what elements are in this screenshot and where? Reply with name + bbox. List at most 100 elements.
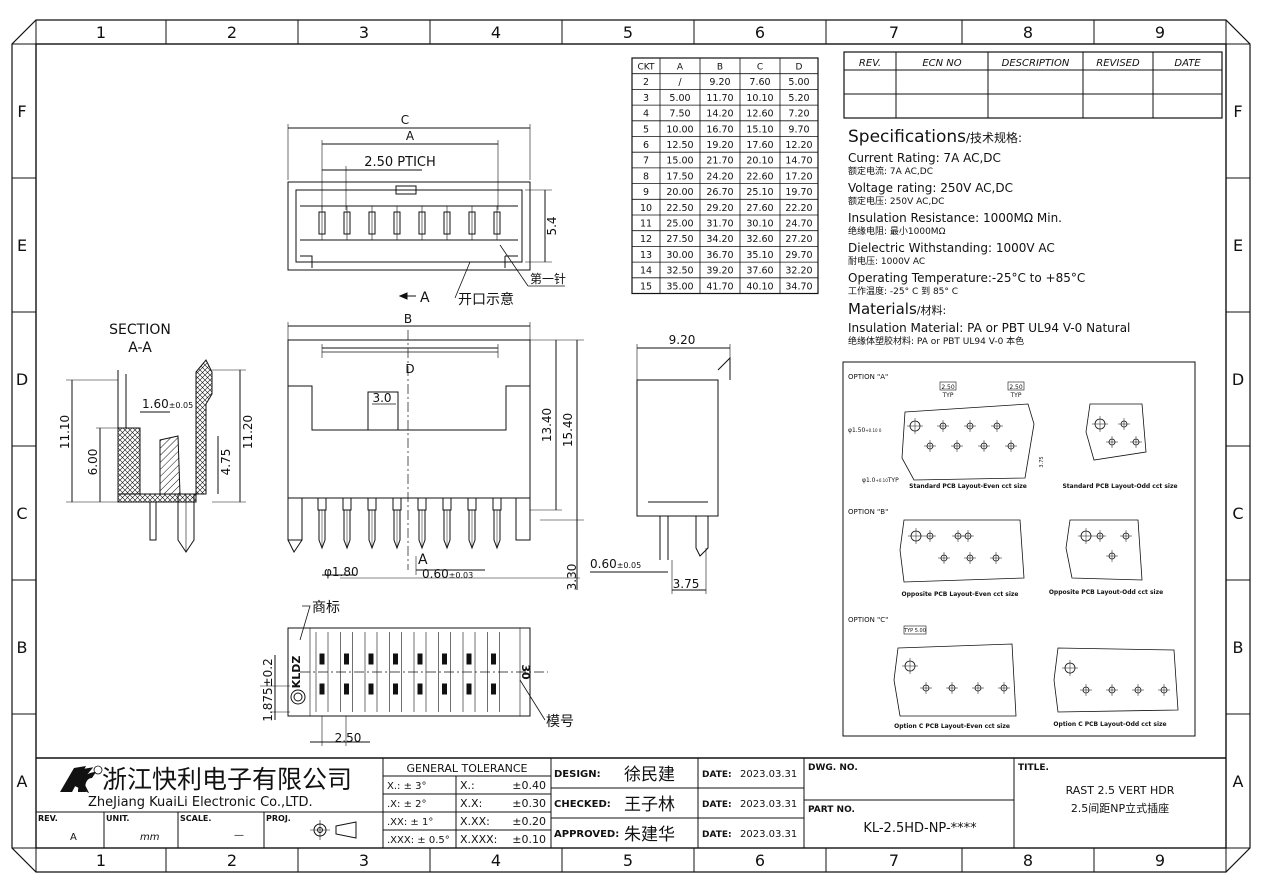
cut-a-bottom-label: A <box>418 552 428 568</box>
option-a-dim-250-2: 2.50 <box>1009 384 1023 391</box>
ckt-table-cell: 10.10 <box>746 93 773 104</box>
tolerance-value: ±0.20 <box>512 815 546 828</box>
ckt-table-cell: 35.10 <box>746 250 773 261</box>
rev-label: REV. <box>38 814 58 823</box>
front-view-pin-base <box>467 497 477 511</box>
grid-col-label-bottom: 3 <box>359 851 369 870</box>
option-c-caption-odd: Option C PCB Layout-Odd cct size <box>1053 721 1166 728</box>
date-label-2: DATE: <box>702 800 732 810</box>
grid-col-label-bottom: 8 <box>1023 851 1033 870</box>
revision-table-header: DESCRIPTION <box>1002 58 1070 69</box>
ckt-table-cell: 27.20 <box>785 234 812 245</box>
spec-line-cn: 额定电流: 7A AC,DC <box>848 165 933 177</box>
option-a-typ2: TYP <box>887 477 899 484</box>
grid-col-label-bottom: 1 <box>96 851 106 870</box>
spec-line-en: Dielectric Withstanding: 1000V AC <box>848 241 1055 255</box>
grid-col-label-bottom: 2 <box>227 851 237 870</box>
dim-060-side-value: 0.60 <box>590 557 617 571</box>
brand-mark: KLDZ <box>290 656 303 689</box>
approver-name: 朱建华 <box>624 825 675 845</box>
dim-d-label: D <box>405 362 414 376</box>
title-cn: 2.5间距NP立式插座 <box>1071 801 1169 815</box>
option-a-caption-odd: Standard PCB Layout-Odd cct size <box>1062 483 1177 490</box>
grid-col-label-bottom: 5 <box>623 851 633 870</box>
tolerance-value: ±0.10 <box>512 833 546 846</box>
grid-col-label-top: 4 <box>491 23 501 42</box>
sec-160-label: 1.60±0.05 <box>142 397 193 411</box>
spec-line-en: Insulation Resistance: 1000MΩ Min. <box>848 211 1062 225</box>
dim-54-label: 5.4 <box>545 216 559 235</box>
option-c-label: OPTION "C" <box>848 616 888 624</box>
ckt-table-cell: 32.50 <box>666 266 693 277</box>
rev-value: A <box>70 832 77 843</box>
tolerance-format: X.X: <box>460 797 482 810</box>
front-view-pin-base <box>392 497 402 511</box>
ckt-table-cell: 19.70 <box>785 187 812 198</box>
company-name-en: ZheJiang KuaiLi Electronic Co.,LTD. <box>88 795 313 810</box>
grid-col-label-top: 7 <box>889 23 899 42</box>
ckt-table-cell: 9.20 <box>709 77 730 88</box>
dim-920-label: 9.20 <box>669 333 696 347</box>
side-view <box>590 344 731 594</box>
bottom-view-contact <box>491 653 496 665</box>
ckt-table-cell: 30.00 <box>666 250 693 261</box>
ckt-table-cell: 39.20 <box>706 266 733 277</box>
spec-line-cn: 工作温度: -25° C 到 85° C <box>848 285 958 297</box>
tolerance-angle: .XXX: ± 0.5° <box>387 835 450 846</box>
front-view-pin-base <box>342 497 352 511</box>
tolerance-angle: .X: ± 2° <box>387 799 427 810</box>
grid-row-label-left: B <box>17 638 28 657</box>
grid-col-label-top: 2 <box>227 23 237 42</box>
tolerance-format: X.XXX: <box>460 833 497 846</box>
grid-row-label-right: E <box>1233 236 1243 255</box>
ckt-table-cell: 4 <box>643 109 649 120</box>
ckt-table-cell: 12.50 <box>666 140 693 151</box>
spec-line-en: Current Rating: 7A AC,DC <box>848 151 1001 165</box>
ckt-table-cell: 24.20 <box>706 171 733 182</box>
ckt-table-cell: 12.20 <box>785 140 812 151</box>
cut-a-top-label: A <box>420 290 430 306</box>
bottom-view-contact <box>417 683 423 695</box>
spec-line-cn: 耐电压: 1000V AC <box>848 255 925 267</box>
tolerance-value: ±0.30 <box>512 797 546 810</box>
date-label-3: DATE: <box>702 830 732 840</box>
tolerance-format: X.XX: <box>460 815 490 828</box>
pitch-label: 2.50 PTICH <box>364 155 436 170</box>
ckt-table-cell: 14.20 <box>706 109 733 120</box>
tolerance-title: GENERAL TOLERANCE <box>406 762 527 775</box>
material-en: Insulation Material: PA or PBT UL94 V-0 … <box>848 321 1130 335</box>
ckt-table-cell: 37.60 <box>746 266 773 277</box>
ckt-table-cell: 26.70 <box>706 187 733 198</box>
tolerance-rows: X.: ± 3°X.:±0.40.X: ± 2°X.X:±0.30.XX: ± … <box>387 779 546 846</box>
ckt-table-cell: 21.70 <box>706 156 733 167</box>
first-pin-label: 第一针 <box>530 271 566 286</box>
approved-label: APPROVED: <box>554 829 619 840</box>
option-a-dim-250-1: 2.50 <box>941 384 955 391</box>
ckt-table-cell: 29.20 <box>706 203 733 214</box>
grid-row-label-right: C <box>1232 504 1243 523</box>
bottom-view-contact <box>368 683 374 695</box>
spec-line-en: Operating Temperature:-25°C to +85°C <box>848 271 1085 285</box>
date-label-1: DATE: <box>702 770 732 780</box>
title-en: RAST 2.5 VERT HDR <box>1066 784 1175 797</box>
ckt-table-cell: 34.70 <box>785 281 812 292</box>
spec-line-cn: 额定电压: 250V AC,DC <box>848 195 944 207</box>
bottom-view-contact <box>319 653 325 665</box>
ckt-table-cell: 7 <box>643 156 649 167</box>
ckt-table-header: A <box>677 63 684 73</box>
ckt-table-cell: 35.00 <box>666 281 693 292</box>
dim-060-label: 0.60±0.03 <box>422 567 473 581</box>
grid-row-label-right: F <box>1233 102 1242 121</box>
designer-name: 徐民建 <box>624 765 675 785</box>
proj-label: PROJ. <box>266 814 291 823</box>
option-a-caption-even: Standard PCB Layout-Even cct size <box>909 483 1027 490</box>
ckt-table-cell: 12 <box>640 234 652 245</box>
ckt-table-cell: 32.20 <box>785 266 812 277</box>
ckt-table-cell: 25.10 <box>746 187 773 198</box>
unit-value: mm <box>140 832 160 843</box>
ckt-table-cell: 24.70 <box>785 219 812 230</box>
part-no-value: KL-2.5HD-NP-**** <box>863 821 977 836</box>
